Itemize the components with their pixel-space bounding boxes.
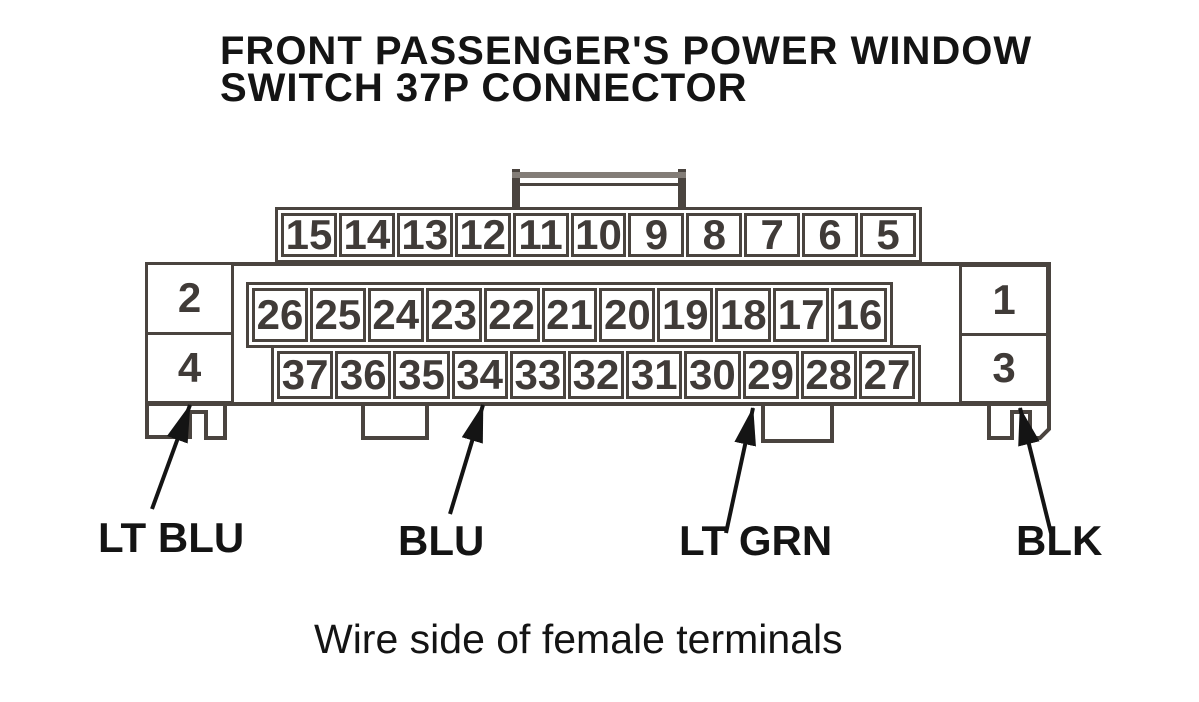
- pin-cell-5: 5: [860, 213, 916, 257]
- side-pins-left: 2 4: [145, 262, 234, 404]
- arrow-blk-to-pin-3: [1018, 407, 1053, 534]
- pin-cell-1: 1: [992, 275, 1016, 323]
- arrow-blu-to-pin-34: [448, 404, 485, 515]
- pin-cell-14: 14: [338, 213, 395, 257]
- pin-cell-20: 20: [599, 288, 656, 342]
- pin-cell-2: 2: [177, 274, 202, 322]
- pin-cell-7: 7: [744, 213, 801, 257]
- pin-cell-29: 29: [742, 351, 799, 399]
- pin-cell-30: 30: [684, 351, 741, 399]
- pin-cell-28: 28: [800, 351, 857, 399]
- wire-label-lt-blu: LT BLU: [98, 514, 245, 561]
- pin-cell-21: 21: [541, 288, 598, 342]
- pin-cell-26: 26: [252, 288, 308, 342]
- pin-cell-37: 37: [277, 351, 334, 399]
- pin-cell-33: 33: [509, 351, 566, 399]
- pin-cell-25: 25: [309, 288, 366, 342]
- pin-cell-17: 17: [773, 288, 830, 342]
- pin-cell-35: 35: [393, 351, 450, 399]
- pin-cell-22: 22: [483, 288, 540, 342]
- diagram-title: FRONT PASSENGER'S POWER WINDOW SWITCH 37…: [220, 29, 1080, 110]
- pin-row-top: 15 14 13 12 11 10 9 8 7 6 5: [275, 207, 922, 263]
- pin-cell-11: 11: [512, 213, 569, 257]
- pin-cell-3: 3: [962, 332, 1046, 402]
- pin-row-bottom: 37 36 35 34 33 32 31 30 29 28 27: [271, 345, 921, 405]
- pin-cell-13: 13: [396, 213, 453, 257]
- pin-cell-16: 16: [831, 288, 887, 342]
- keyway-tab-left-center: [361, 404, 429, 440]
- pin-cell-4: 4: [148, 331, 231, 402]
- wire-label-blk: BLK: [1016, 517, 1103, 564]
- pin-cell-10: 10: [570, 213, 627, 257]
- wire-label-blu: BLU: [398, 517, 485, 564]
- pin-cell-19: 19: [657, 288, 714, 342]
- diagram-title-line2: SWITCH 37P CONNECTOR: [220, 66, 748, 110]
- arrow-lt-blu-to-pin-4: [150, 404, 192, 510]
- pin-cell-23: 23: [425, 288, 482, 342]
- arrow-lt-grn-to-pin-29: [724, 407, 756, 534]
- latch-tab: [512, 169, 686, 207]
- side-pins-right: 1 3: [959, 264, 1049, 404]
- pin-cell-34: 34: [451, 351, 508, 399]
- pin-cell-15: 15: [281, 213, 337, 257]
- keyway-notch-left: [145, 402, 227, 440]
- pin-cell-8: 8: [686, 213, 743, 257]
- pin-cell-31: 31: [626, 351, 683, 399]
- pin-cell-27: 27: [858, 351, 916, 399]
- pin-cell-36: 36: [335, 351, 392, 399]
- pin-cell-6: 6: [802, 213, 859, 257]
- diagram-title-line1: FRONT PASSENGER'S POWER WINDOW: [220, 29, 1033, 73]
- keyway-tab-right-center: [761, 404, 834, 443]
- pin-cell-9: 9: [628, 213, 685, 257]
- pin-cell-18: 18: [715, 288, 772, 342]
- wire-label-lt-grn: LT GRN: [679, 517, 833, 564]
- pin-cell-24: 24: [367, 288, 424, 342]
- caption: Wire side of female terminals: [314, 616, 843, 662]
- pin-cell-32: 32: [567, 351, 625, 399]
- pin-cell-12: 12: [454, 213, 511, 257]
